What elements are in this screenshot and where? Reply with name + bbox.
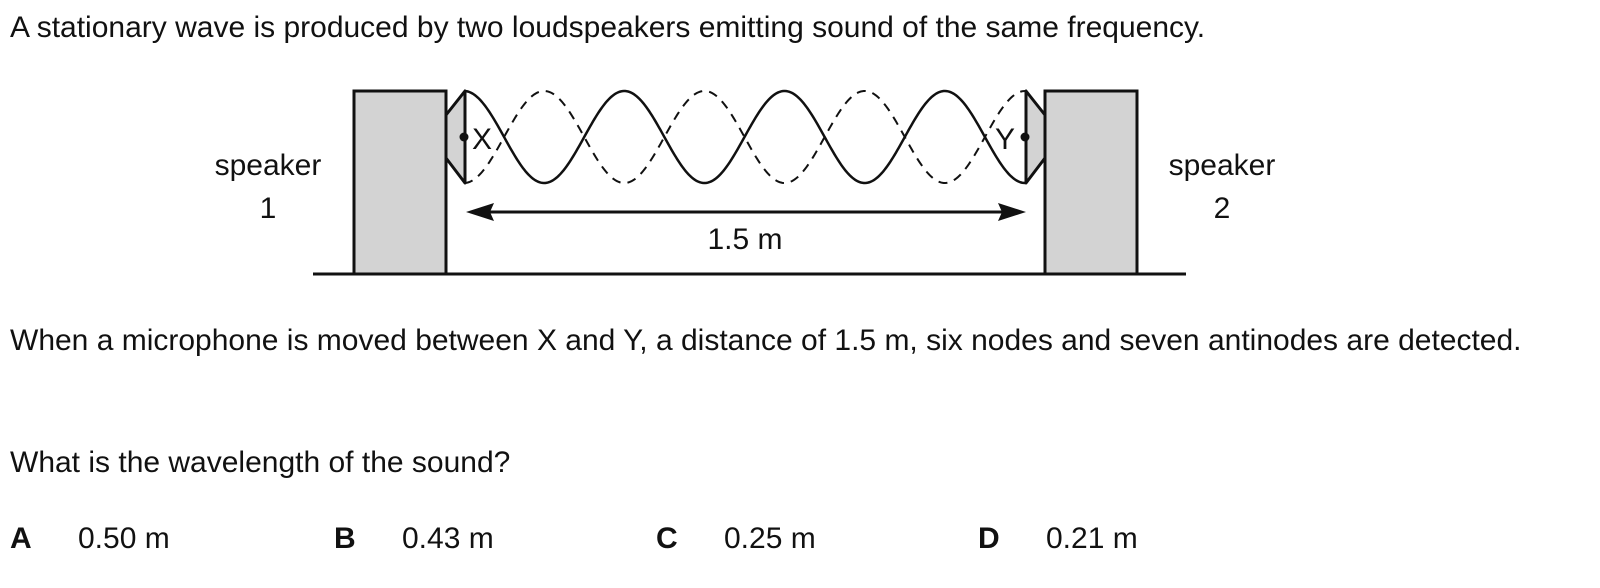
question-text: What is the wavelength of the sound? [10,446,511,479]
point-y-marker [1020,132,1030,142]
speaker-2-label: speaker [1169,149,1276,182]
speaker-2-cabinet [1043,89,1139,276]
distance-label: 1.5 m [707,223,782,256]
option-a[interactable]: A 0.50 m [10,519,170,559]
speaker-1-label: speaker [215,149,322,182]
option-b[interactable]: B 0.43 m [334,519,494,559]
option-c-letter: C [656,522,678,555]
stationary-wave-diagram: X Y speaker 1 speaker 2 1.5 m [215,89,1276,276]
description-paragraph: When a microphone is moved between X and… [10,324,1522,357]
option-d-value: 0.21 m [1046,522,1138,555]
option-a-value: 0.50 m [78,522,170,555]
option-d-letter: D [978,522,1000,555]
point-x-marker [459,132,469,142]
point-y-label: Y [995,123,1015,156]
distance-arrow-head-left [466,203,494,221]
option-b-value: 0.43 m [402,522,494,555]
point-x-label: X [472,123,492,156]
wave-dashed-envelope [463,89,1026,185]
speaker-2-number: 2 [1214,192,1231,225]
option-a-letter: A [10,522,32,555]
option-c[interactable]: C 0.25 m [656,519,816,559]
speaker-1-cabinet [352,89,448,276]
wave-solid-envelope [463,89,1026,185]
intro-text: A stationary wave is produced by two lou… [10,11,1206,44]
distance-arrow-head-right [998,203,1026,221]
speaker-1-number: 1 [260,192,277,225]
speaker-2-cone [1024,89,1047,185]
option-c-value: 0.25 m [724,522,816,555]
option-d[interactable]: D 0.21 m [978,519,1138,559]
option-b-letter: B [334,522,356,555]
